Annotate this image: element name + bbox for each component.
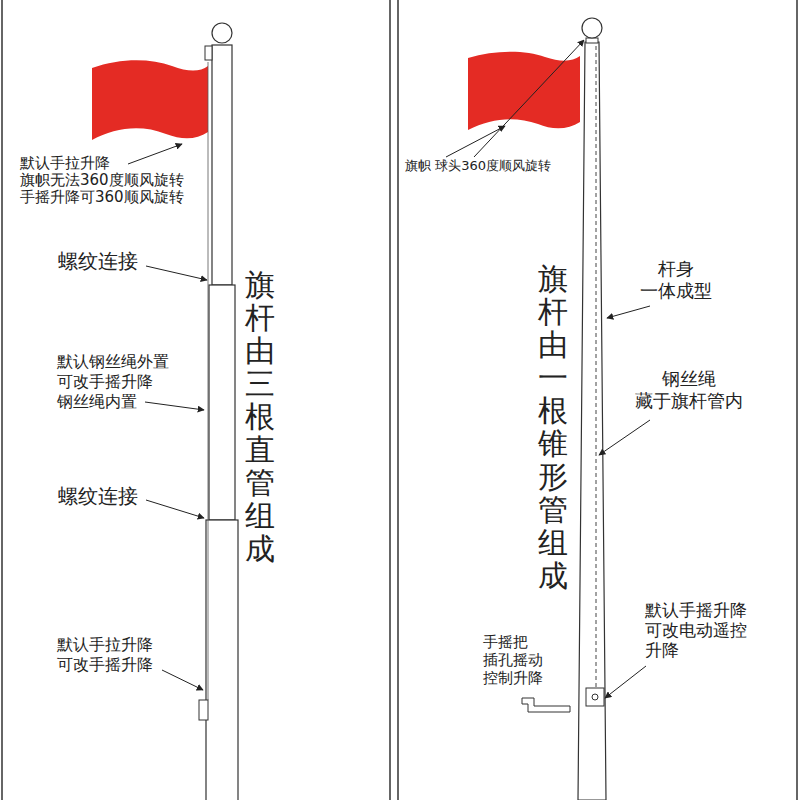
pole-section xyxy=(206,520,238,800)
ball-finial xyxy=(582,18,602,38)
leader-line xyxy=(145,402,204,410)
note-text: 默认手拉升降 旗帜无法360度顺风旋转 手摇升降可360顺风旋转 xyxy=(20,155,184,206)
leader-line xyxy=(474,40,584,157)
panel-border xyxy=(1,0,3,800)
joint-label: 螺纹连接 xyxy=(58,249,138,274)
note-text: 默认手拉升降 可改手摇升降 xyxy=(57,635,153,675)
crank-socket xyxy=(586,688,604,706)
flag xyxy=(468,52,580,130)
vertical-title: 旗杆由一根锥形管组成 xyxy=(538,262,568,592)
note-text: 默认手摇升降 可改电动遥控 升降 xyxy=(645,600,747,660)
note-text: 手摇把 插孔摇动 控制升降 xyxy=(483,633,543,687)
pole-section xyxy=(212,45,232,285)
panel-border xyxy=(389,0,391,800)
ball-finial xyxy=(212,23,232,43)
leader-line xyxy=(599,420,650,455)
panel-border xyxy=(397,0,399,800)
internal-rope xyxy=(596,46,597,688)
leader-line xyxy=(162,670,203,690)
leader-line xyxy=(607,306,650,318)
flag xyxy=(92,60,208,140)
crank-hole xyxy=(592,694,598,700)
panel-border xyxy=(796,0,798,800)
crank-handle xyxy=(522,698,570,712)
leader-line xyxy=(446,126,505,157)
pole-section xyxy=(209,285,235,520)
note-text: 钢丝绳 藏于旗杆管内 xyxy=(635,368,743,412)
tapered-pole xyxy=(578,42,606,800)
leader-line xyxy=(146,266,207,280)
finial-collar xyxy=(586,38,598,43)
leader-line xyxy=(128,144,182,164)
rope xyxy=(208,62,209,700)
note-text: 旗帜 球头360度顺风旋转 xyxy=(405,158,551,174)
flag-clip xyxy=(205,46,212,60)
note-text: 默认钢丝绳外置 可改手摇升降 钢丝绳内置 xyxy=(57,352,169,412)
vertical-title: 旗杆由三根直管组成 xyxy=(245,268,275,565)
joint-label: 螺纹连接 xyxy=(58,484,138,509)
leader-line xyxy=(605,666,646,698)
note-text: 杆身 一体成型 xyxy=(640,258,712,302)
leader-line xyxy=(146,500,204,518)
rope-cleat xyxy=(199,700,208,720)
